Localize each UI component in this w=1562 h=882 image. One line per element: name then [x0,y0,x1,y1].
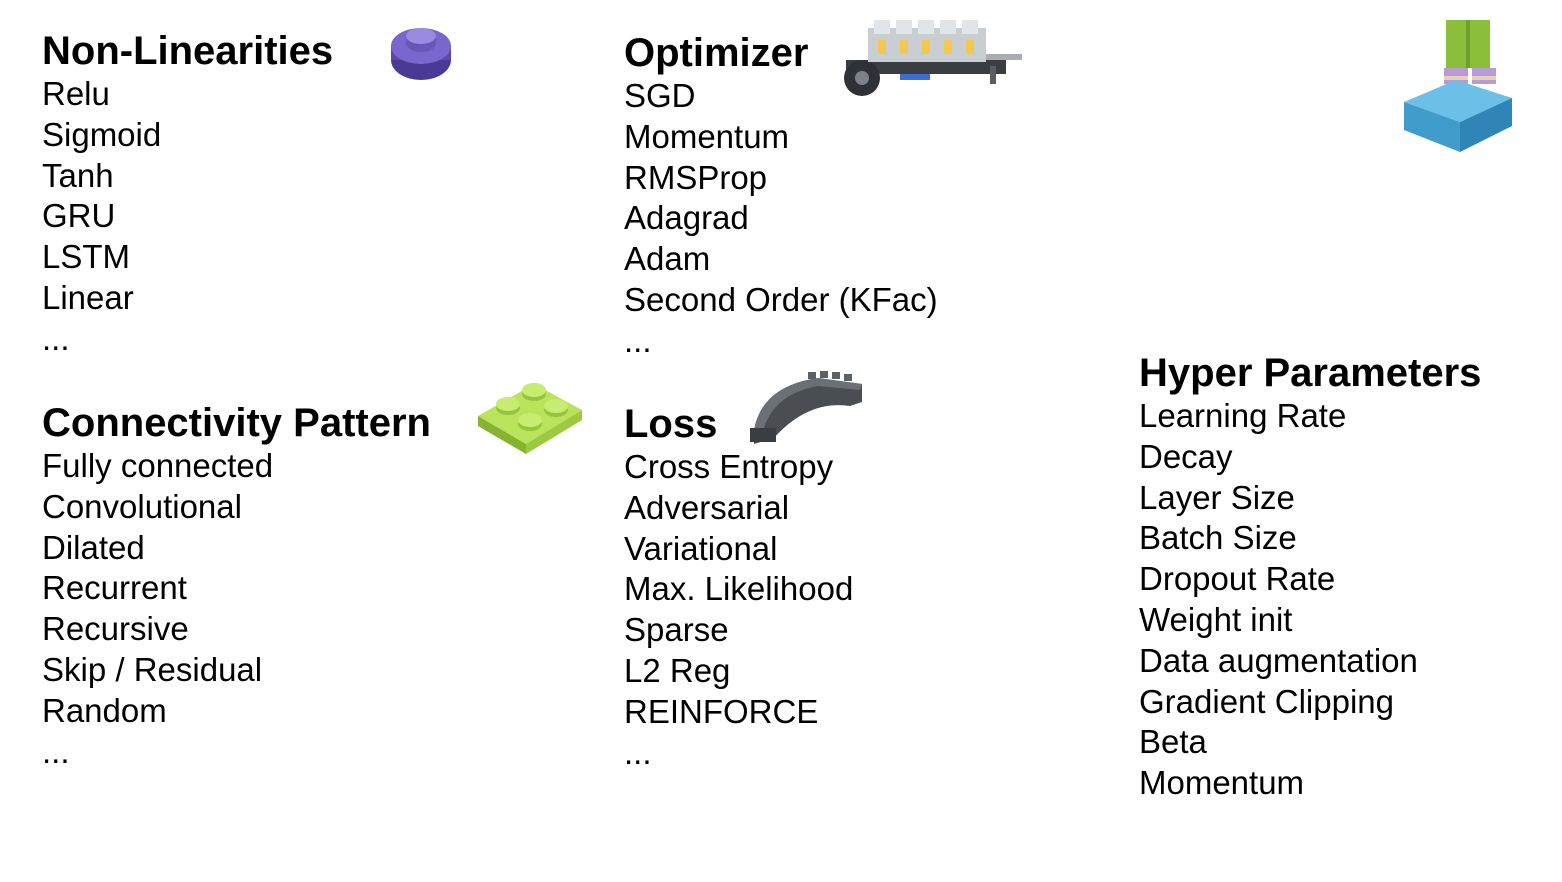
section-title: Connectivity Pattern [42,401,431,445]
lego-technic-engine-icon [844,20,1022,96]
list-item: Convolutional [42,487,242,525]
list-item: Random [42,691,167,729]
list-item: Recursive [42,610,189,648]
lego-minifigure-on-blue-brick-icon [1404,20,1512,152]
list-item: Sparse [624,611,729,649]
list-item: LSTM [42,238,131,276]
list-item: ... [624,733,652,771]
list-item: Dropout Rate [1139,560,1336,598]
list-item: Variational [624,529,778,567]
item-list: Cross Entropy Adversarial Variational Ma… [624,447,853,773]
section-non-linearities: Non-Linearities Relu Sigmoid Tanh GRU LS… [42,28,333,360]
section-title: Hyper Parameters [1139,351,1482,395]
green-lego-plate-icon [478,383,582,454]
list-item: ... [42,732,70,770]
list-item: Adversarial [624,488,790,526]
list-item: RMSProp [624,158,768,196]
list-item: Data augmentation [1139,641,1418,679]
list-item: SGD [624,77,696,114]
dark-lego-arch-icon [750,371,862,444]
list-item: Decay [1139,437,1233,475]
section-connectivity-pattern: Connectivity Pattern Fully connected Con… [42,400,431,772]
list-item: L2 Reg [624,651,731,689]
list-item: Dilated [42,528,145,566]
list-item: Tanh [42,156,114,194]
list-item: REINFORCE [624,692,819,730]
list-item: Recurrent [42,569,187,607]
list-item: ... [42,319,70,357]
list-item: ... [624,321,652,359]
item-list: SGD Momentum RMSProp Adagrad Adam Second… [624,76,938,362]
section-hyper-parameters: Hyper Parameters Learning Rate Decay Lay… [1139,350,1519,804]
list-item: Weight init [1139,600,1293,638]
list-item: Adam [624,240,711,278]
list-item: Max. Likelihood [624,570,854,608]
list-item: Batch Size [1139,519,1297,557]
list-item: Learning Rate [1139,397,1347,434]
list-item: Linear [42,278,134,316]
round-purple-lego-brick-icon [391,28,451,80]
item-list: Relu Sigmoid Tanh GRU LSTM Linear ... [42,74,333,360]
list-item: Second Order (KFac) [624,280,938,318]
section-loss: Loss Cross Entropy Adversarial Variation… [624,401,853,773]
list-item: Skip / Residual [42,650,263,688]
list-item: GRU [42,197,116,235]
list-item: Cross Entropy [624,448,834,485]
list-item: Momentum [1139,764,1305,802]
section-title: Loss [624,402,718,446]
section-optimizer: Optimizer SGD Momentum RMSProp Adagrad A… [624,30,938,362]
item-list: Learning Rate Decay Layer Size Batch Siz… [1139,396,1519,804]
section-title: Non-Linearities [42,29,334,73]
list-item: Gradient Clipping [1139,682,1394,720]
list-item: Fully connected [42,447,274,484]
list-item: Sigmoid [42,115,162,153]
list-item: Momentum [624,117,790,155]
list-item: Relu [42,75,110,112]
list-item: Adagrad [624,199,749,237]
item-list: Fully connected Convolutional Dilated Re… [42,446,431,772]
section-title: Optimizer [624,31,809,75]
list-item: Layer Size [1139,478,1295,516]
list-item: Beta [1139,723,1207,761]
